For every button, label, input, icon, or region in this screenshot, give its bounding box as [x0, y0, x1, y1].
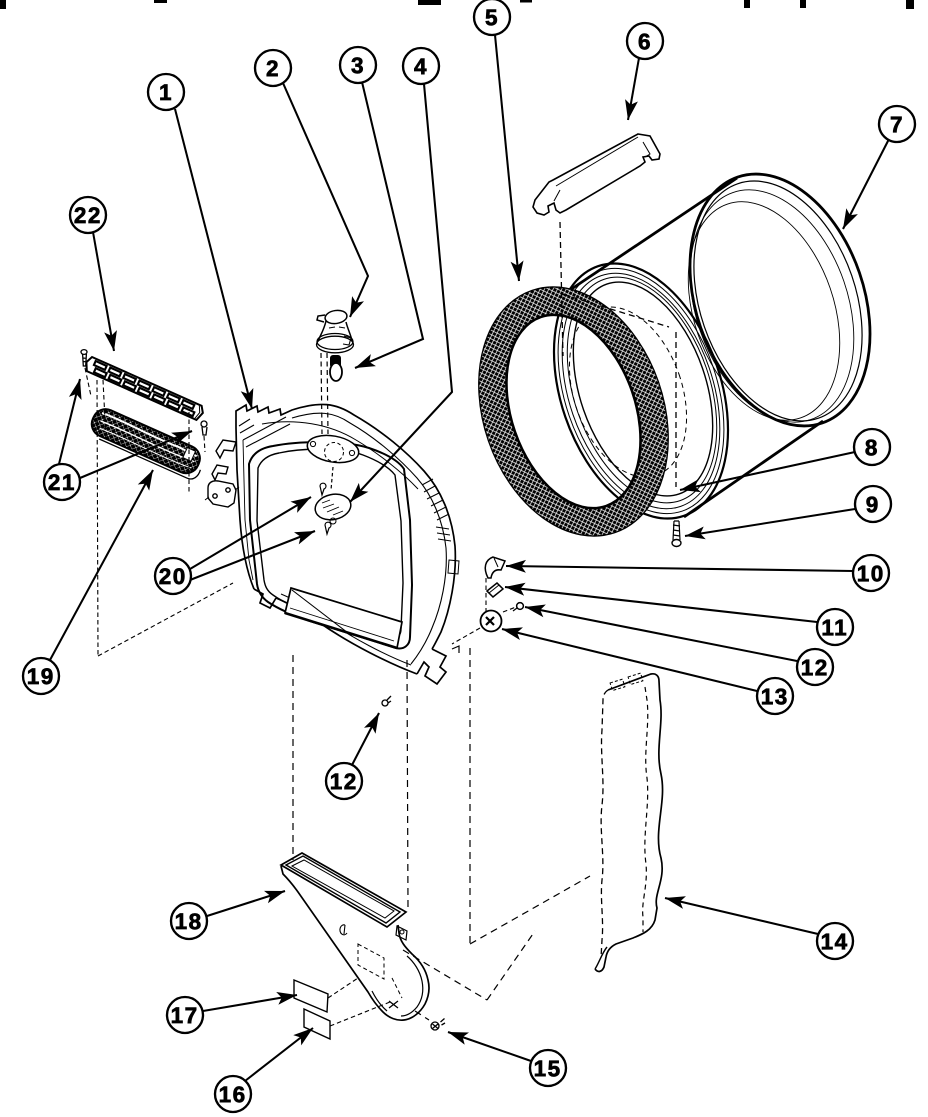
svg-text:3: 3: [351, 53, 365, 78]
svg-text:2: 2: [266, 56, 280, 81]
svg-text:10: 10: [857, 561, 885, 586]
svg-text:1: 1: [159, 80, 173, 105]
svg-text:21: 21: [48, 470, 76, 495]
svg-text:8: 8: [865, 435, 879, 460]
svg-text:7: 7: [890, 112, 904, 137]
svg-text:16: 16: [219, 1082, 247, 1107]
svg-text:4: 4: [414, 54, 428, 79]
svg-text:20: 20: [159, 564, 187, 589]
svg-text:17: 17: [171, 1003, 199, 1028]
svg-text:9: 9: [866, 492, 880, 517]
svg-text:18: 18: [175, 909, 203, 934]
svg-text:15: 15: [534, 1056, 562, 1081]
svg-text:6: 6: [638, 29, 652, 54]
svg-text:22: 22: [74, 203, 102, 228]
svg-text:19: 19: [27, 664, 55, 689]
svg-text:5: 5: [485, 5, 499, 30]
svg-text:14: 14: [821, 929, 849, 954]
svg-text:11: 11: [821, 615, 848, 640]
svg-text:12: 12: [330, 769, 358, 794]
svg-text:12: 12: [801, 655, 829, 680]
svg-text:13: 13: [761, 684, 789, 709]
